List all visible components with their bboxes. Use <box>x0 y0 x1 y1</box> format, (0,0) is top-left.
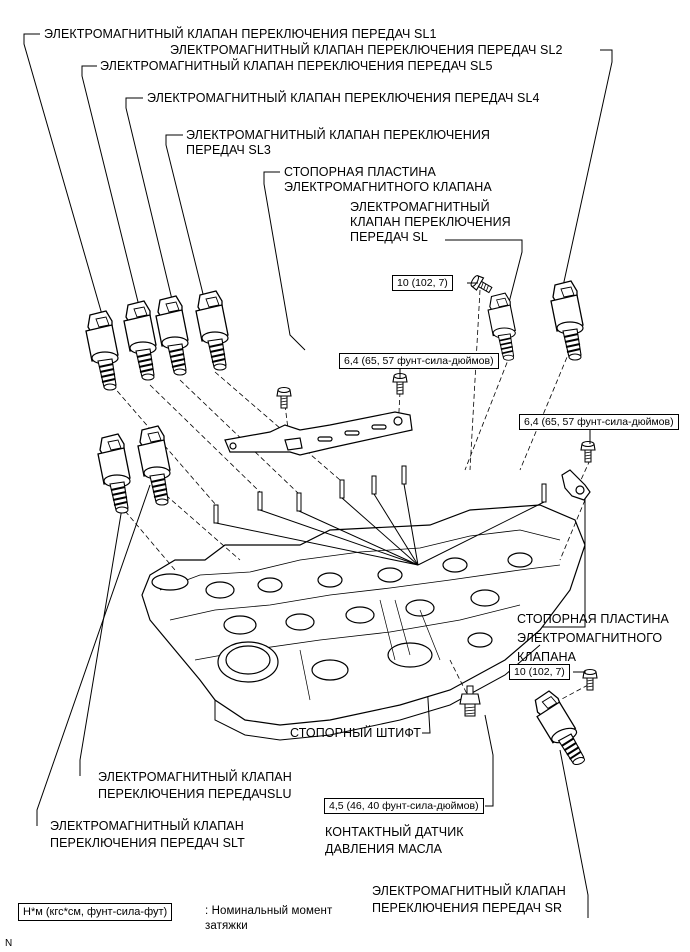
label-sl4: ЭЛЕКТРОМАГНИТНЫЙ КЛАПАН ПЕРЕКЛЮЧЕНИЯ ПЕР… <box>147 91 540 105</box>
assembly-dashed-lines <box>111 289 591 701</box>
solenoid-sl5 <box>123 300 157 381</box>
label-sl2: ЭЛЕКТРОМАГНИТНЫЙ КЛАПАН ПЕРЕКЛЮЧЕНИЯ ПЕР… <box>170 43 563 57</box>
torque-box-sl-bolt: 10 (102, 7) <box>392 275 453 291</box>
torque-box-plate-top: 6,4 (65, 57 фунт-сила-дюймов) <box>339 353 499 369</box>
legend-units-box: Н*м (кгс*см, фунт-сила-фут) <box>18 903 173 921</box>
label-sl5: ЭЛЕКТРОМАГНИТНЫЙ КЛАПАН ПЕРЕКЛЮЧЕНИЯ ПЕР… <box>100 59 493 73</box>
pin-callout-lines <box>215 483 545 566</box>
label-slt: ЭЛЕКТРОМАГНИТНЫЙ КЛАПАН ПЕРЕКЛЮЧЕНИЯ ПЕР… <box>50 819 245 850</box>
label-lock-plate-right: СТОПОРНАЯ ПЛАСТИНА ЭЛЕКТРОМАГНИТНОГО КЛА… <box>517 612 669 664</box>
label-sl: ЭЛЕКТРОМАГНИТНЫЙ КЛАПАН ПЕРЕКЛЮЧЕНИЯ ПЕР… <box>350 200 511 244</box>
valve-body <box>141 504 586 741</box>
solenoid-sl2 <box>550 280 584 361</box>
lock-plate-small <box>561 469 591 501</box>
corner-mark: N <box>5 938 13 949</box>
solenoid-sl4 <box>155 295 189 376</box>
legend-text: : Номинальный момент затяжки <box>205 905 333 932</box>
leader-lines <box>23 33 613 918</box>
solenoid-sl1 <box>85 310 119 391</box>
label-sl1: ЭЛЕКТРОМАГНИТНЫЙ КЛАПАН ПЕРЕКЛЮЧЕНИЯ ПЕР… <box>44 27 437 41</box>
solenoid-slt <box>137 425 171 506</box>
label-sl3: ЭЛЕКТРОМАГНИТНЫЙ КЛАПАН ПЕРЕКЛЮЧЕНИЯ ПЕР… <box>186 128 491 157</box>
label-lock-plate-top: СТОПОРНАЯ ПЛАСТИНА ЭЛЕКТРОМАГНИТНОГО КЛА… <box>284 165 492 194</box>
solenoid-slu <box>97 433 131 514</box>
oil-pressure-switch <box>459 685 481 717</box>
label-slu: ЭЛЕКТРОМАГНИТНЫЙ КЛАПАН ПЕРЕКЛЮЧЕНИЯ ПЕР… <box>98 770 292 801</box>
lock-plate-long <box>224 411 413 456</box>
bolt-sl <box>468 273 495 297</box>
torque-box-sr-bolt: 10 (102, 7) <box>509 664 570 680</box>
solenoid-sl3 <box>195 290 229 371</box>
torque-box-plate-right: 6,4 (65, 57 фунт-сила-дюймов) <box>519 414 679 430</box>
bolt-plate-right <box>580 440 596 463</box>
label-oil-pressure-switch: КОНТАКТНЫЙ ДАТЧИК ДАВЛЕНИЯ МАСЛА <box>325 825 464 856</box>
bolt-plate-left <box>276 386 292 409</box>
torque-connectors <box>399 282 591 673</box>
solenoid-sl <box>487 292 517 362</box>
solenoid-sr <box>529 685 589 774</box>
torque-box-oil-switch: 4,5 (46, 40 фунт-сила-дюймов) <box>324 798 484 814</box>
label-sr: ЭЛЕКТРОМАГНИТНЫЙ КЛАПАН ПЕРЕКЛЮЧЕНИЯ ПЕР… <box>372 884 566 915</box>
label-stopper-pin: СТОПОРНЫЙ ШТИФТ <box>290 726 422 740</box>
